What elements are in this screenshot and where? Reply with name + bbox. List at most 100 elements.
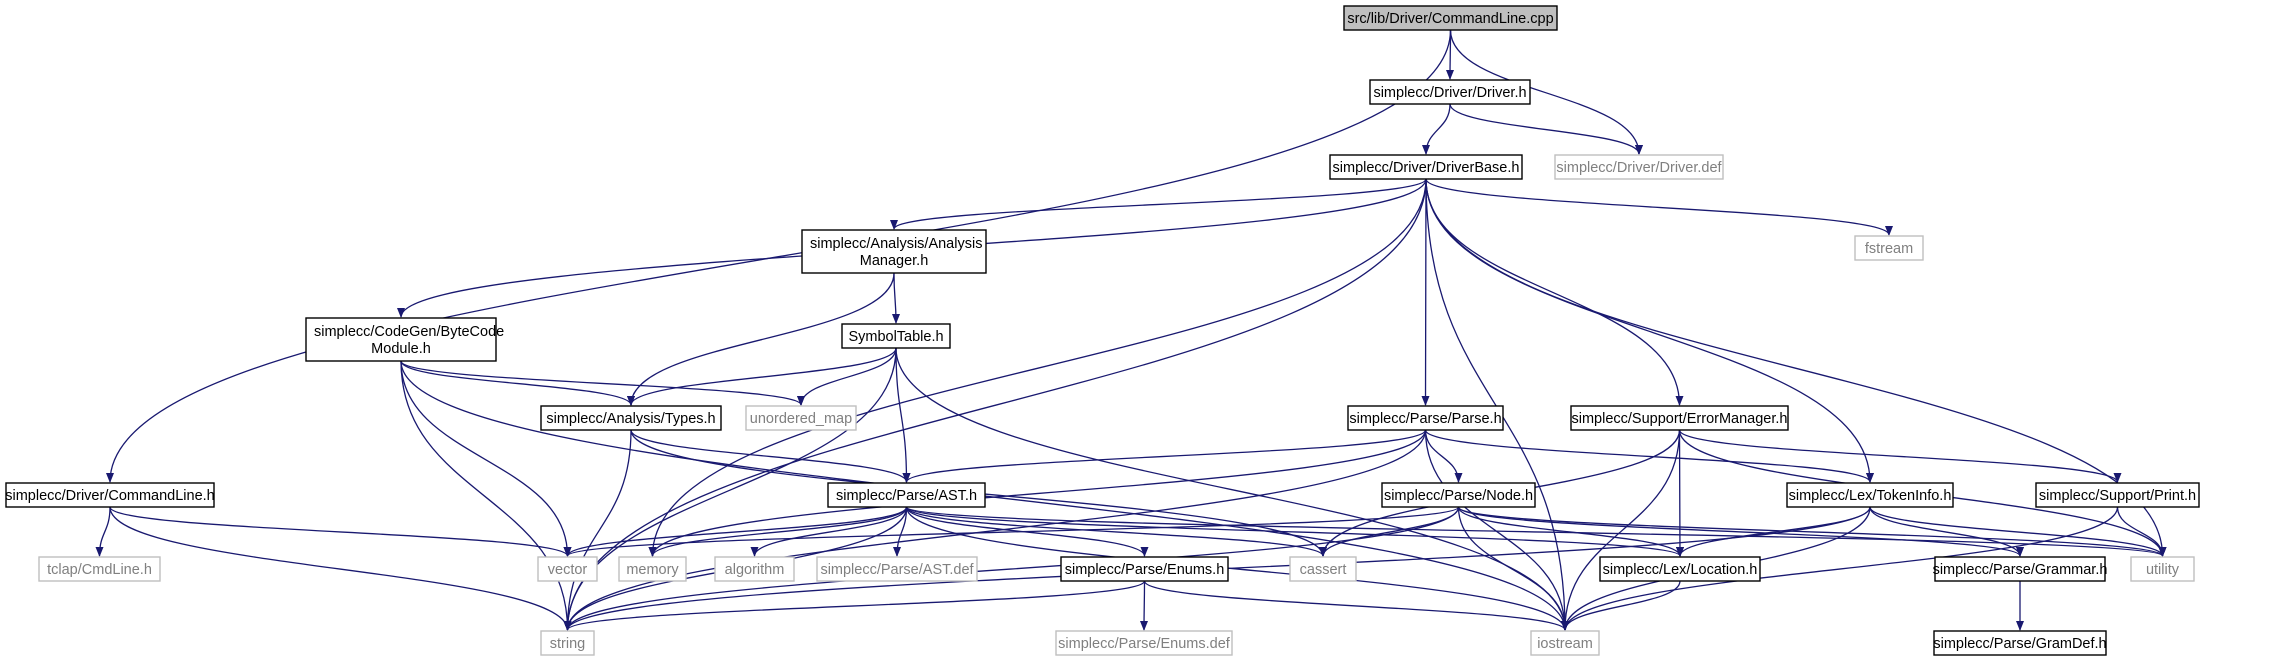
file-node-ast-h[interactable]: simplecc/Parse/AST.h: [827, 482, 986, 508]
file-node-driver-h[interactable]: simplecc/Driver/Driver.h: [1369, 79, 1531, 105]
file-node-driverbase-h[interactable]: simplecc/Driver/DriverBase.h: [1329, 154, 1523, 180]
dependency-edge: [106, 29, 1452, 483]
file-node-cmdline-cpp[interactable]: src/lib/Driver/CommandLine.cpp: [1343, 5, 1558, 31]
node-box: [1530, 630, 1600, 656]
node-box: [1854, 235, 1924, 261]
dependency-edge: [563, 506, 1460, 557]
file-node-cassert: cassert: [1289, 556, 1357, 582]
file-node-tclap-h: tclap/CmdLine.h: [38, 556, 161, 582]
file-node-ast-def: simplecc/Parse/AST.def: [816, 556, 978, 582]
edge-ast_h-to-utility: [905, 506, 2167, 557]
file-node-unordered-map: unordered_map: [745, 405, 857, 431]
dependency-edge: [1675, 429, 1684, 557]
node-label: simplecc/Driver/DriverBase.h: [1333, 160, 1520, 176]
dependency-edge: [627, 347, 897, 406]
node-box: [1381, 482, 1536, 508]
edge-driverbase_h-to-iostream: [1425, 178, 1569, 631]
edge-types_h-to-ast_h: [630, 429, 911, 483]
file-node-location-h[interactable]: simplecc/Lex/Location.h: [1599, 556, 1761, 582]
file-node-node-h[interactable]: simplecc/Parse/Node.h: [1381, 482, 1536, 508]
node-box: [5, 482, 215, 508]
file-node-errormanager-h[interactable]: simplecc/Support/ErrorManager.h: [1570, 405, 1789, 431]
edge-errormanager_h-to-iostream: [1561, 429, 1681, 631]
edge-analysis_manager_h-to-symboltable_h: [891, 272, 900, 324]
edge-driverbase_h-to-errormanager_h: [1425, 178, 1684, 406]
node-box: [1055, 630, 1233, 656]
dependency-edge: [1449, 103, 1643, 155]
file-node-types-h[interactable]: simplecc/Analysis/Types.h: [540, 405, 722, 431]
node-box: [618, 556, 687, 582]
dependency-edge: [400, 360, 572, 631]
edge-bytecode_module_h-to-unordered_map: [400, 360, 805, 406]
file-node-parse-h[interactable]: simplecc/Parse/Parse.h: [1347, 405, 1504, 431]
edge-node_h-to-string: [563, 506, 1460, 631]
file-node-print-h[interactable]: simplecc/Support/Print.h: [2035, 482, 2200, 508]
dependency-edge: [1143, 580, 1569, 631]
dependency-edge: [1676, 506, 1871, 557]
node-box: [841, 323, 951, 349]
file-node-gramdef-h[interactable]: simplecc/Parse/GramDef.h: [1933, 630, 2107, 656]
node-box: [745, 405, 857, 431]
node-label: unordered_map: [750, 411, 852, 427]
file-node-enums-h[interactable]: simplecc/Parse/Enums.h: [1060, 556, 1229, 582]
file-node-driver-def: simplecc/Driver/Driver.def: [1554, 154, 1724, 180]
dependency-edge: [1424, 429, 1874, 483]
edge-analysis_manager_h-to-types_h: [627, 272, 895, 406]
edge-symboltable_h-to-types_h: [627, 347, 897, 406]
dependency-edge: [627, 272, 895, 406]
edge-driverbase_h-to-string: [563, 178, 1427, 631]
file-node-grammar-h[interactable]: simplecc/Parse/Grammar.h: [1933, 556, 2108, 582]
node-label: src/lib/Driver/CommandLine.cpp: [1347, 11, 1553, 27]
dependency-edge: [890, 178, 1427, 230]
edge-commandline_h-to-string: [109, 506, 572, 631]
dependency-edge: [648, 506, 908, 557]
edge-enums_h-to-enums_def: [1140, 580, 1149, 631]
edge-driver_h-to-driver_def: [1449, 103, 1643, 155]
dependency-edge: [1449, 29, 1643, 155]
dependency-edge: [109, 506, 572, 557]
file-node-tokeninfo-h[interactable]: simplecc/Lex/TokenInfo.h: [1786, 482, 1954, 508]
node-label: simplecc/Analysis/Analysis: [810, 236, 982, 252]
node-label: iostream: [1537, 636, 1593, 652]
file-node-commandline-h[interactable]: simplecc/Driver/CommandLine.h: [5, 482, 215, 508]
dependency-edge: [1424, 429, 1569, 631]
node-label: cassert: [1300, 562, 1347, 578]
node-box: [1329, 154, 1523, 180]
dependency-edge: [648, 178, 1427, 557]
edge-ast_h-to-iostream: [905, 506, 1569, 631]
dependency-edge: [1869, 506, 2024, 557]
edge-symboltable_h-to-iostream: [895, 347, 1569, 631]
edge-commandline_h-to-tclap_h: [95, 506, 111, 557]
node-label: simplecc/Lex/Location.h: [1603, 562, 1758, 578]
file-node-symboltable-h[interactable]: SymbolTable.h: [841, 323, 951, 349]
node-label: simplecc/CodeGen/ByteCode: [314, 324, 504, 340]
node-label: simplecc/Parse/Enums.def: [1058, 636, 1231, 652]
edge-location_h-to-iostream: [1561, 580, 1681, 631]
edge-node_h-to-iostream: [1457, 506, 1569, 631]
dependency-edge: [1561, 429, 1681, 631]
dependency-edge: [1424, 429, 1463, 483]
dependency-edge: [905, 506, 1327, 557]
file-nodes: src/lib/Driver/CommandLine.cpp simplecc/D…: [5, 5, 2200, 656]
edge-ast_h-to-cassert: [905, 506, 1327, 557]
edge-symboltable_h-to-unordered_map: [797, 347, 897, 406]
dependency-edge: [400, 360, 572, 557]
dependency-edge: [1561, 580, 1681, 631]
dependency-edge: [1421, 178, 1430, 406]
node-box: [305, 317, 497, 362]
node-box: [2130, 556, 2195, 582]
node-box: [540, 630, 595, 656]
dependency-edge: [797, 347, 897, 406]
file-node-iostream: iostream: [1530, 630, 1600, 656]
edge-cmdline_cpp-to-commandline_h: [106, 29, 1452, 483]
dependency-edge: [1457, 506, 1684, 557]
node-label: string: [550, 636, 585, 652]
dependency-edge: [1425, 178, 1874, 483]
node-label: simplecc/Driver/Driver.h: [1373, 85, 1526, 101]
node-box: [1347, 405, 1504, 431]
dependency-edge: [905, 506, 1569, 631]
edge-tokeninfo_h-to-location_h: [1676, 506, 1871, 557]
dependency-edge: [648, 429, 1427, 557]
